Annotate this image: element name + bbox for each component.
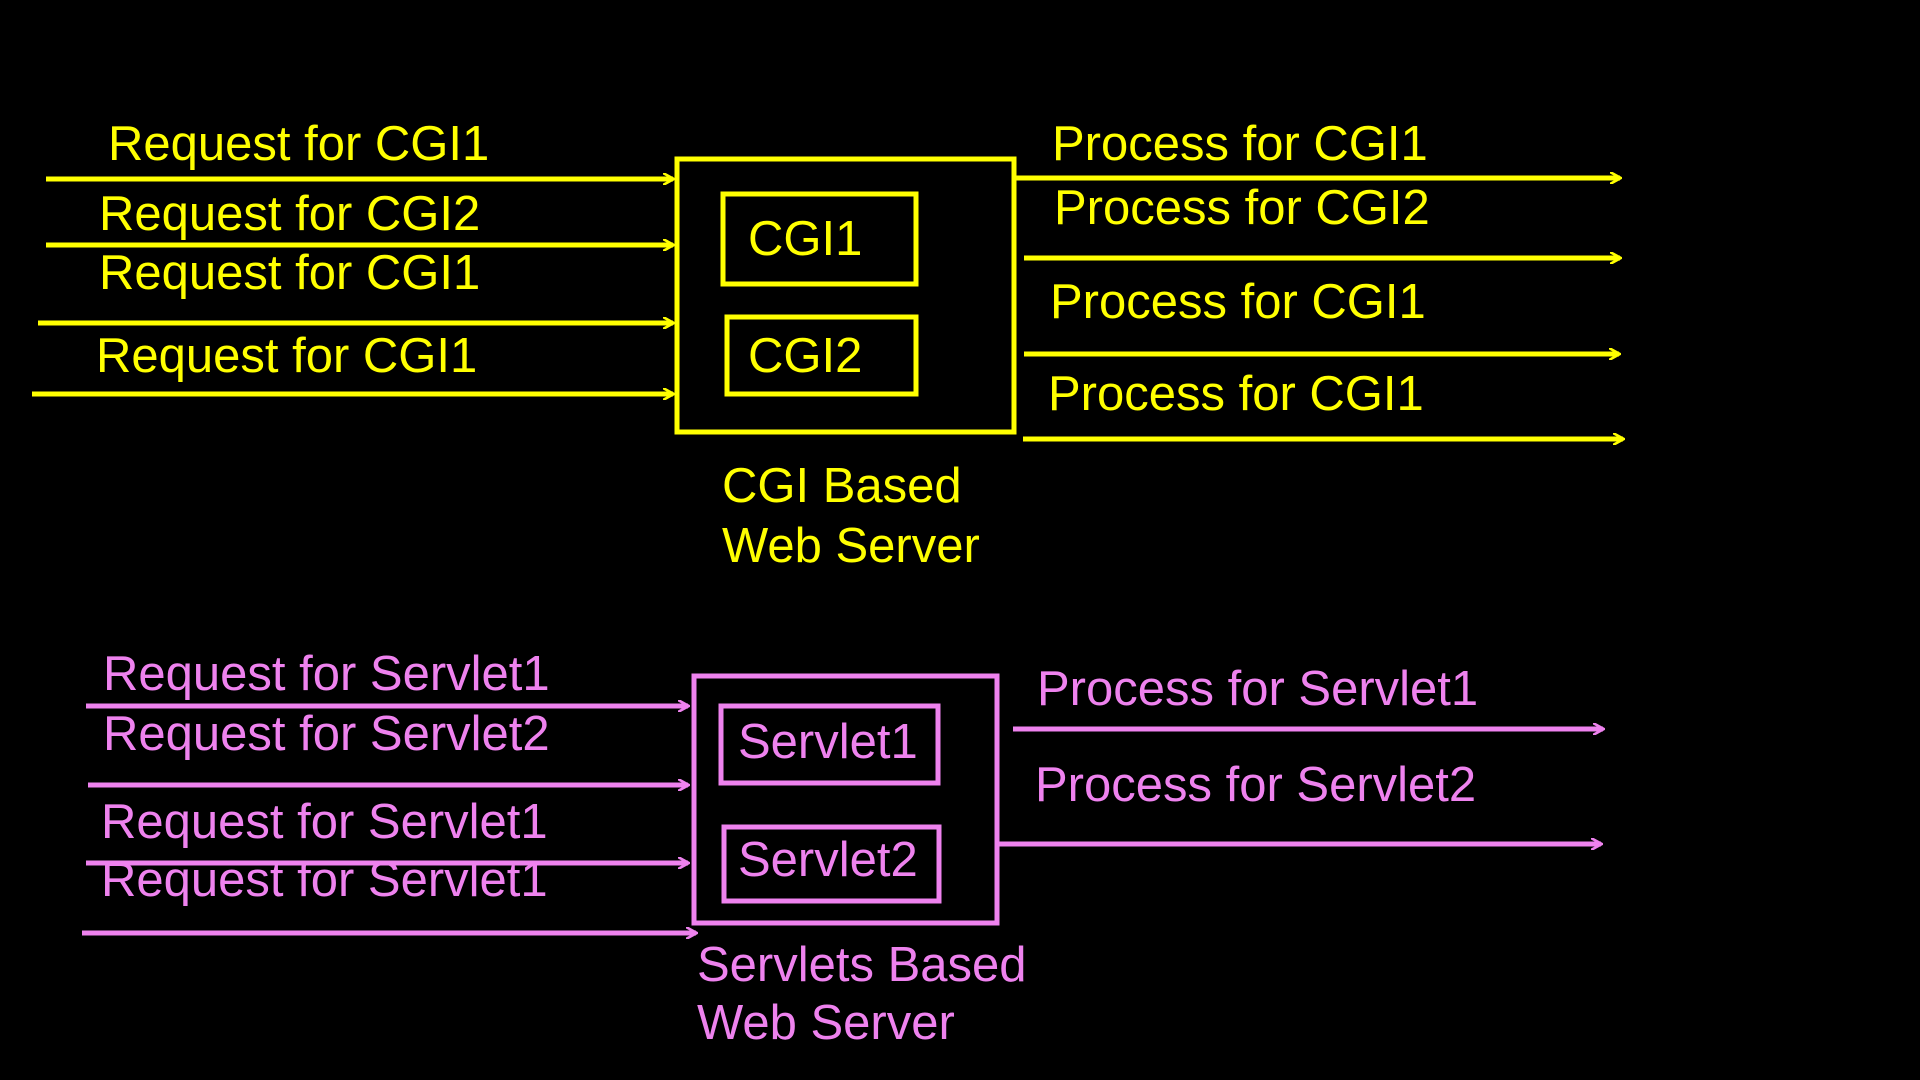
cgi-process-label: Process for CGI1	[1048, 367, 1424, 421]
cgi-process-label: Process for CGI1	[1050, 275, 1426, 329]
cgi-module-box	[720, 191, 919, 287]
servlet-module-label: Servlet2	[738, 833, 918, 887]
servlet-server-caption: Servlets Based	[697, 938, 1027, 992]
servlet-server-box	[691, 673, 1000, 926]
servlet-request-label: Request for Servlet1	[101, 853, 548, 907]
cgi-module-label: CGI1	[748, 212, 862, 266]
cgi-request-label: Request for CGI1	[96, 329, 477, 383]
cgi-process-label: Process for CGI2	[1054, 181, 1430, 235]
servlet-section: Request for Servlet1 Request for Servlet…	[82, 647, 1603, 1050]
servlet-server-caption: Web Server	[697, 996, 955, 1050]
servlet-request-label: Request for Servlet1	[101, 795, 548, 849]
cgi-request-label: Request for CGI1	[99, 246, 480, 300]
cgi-server-box	[674, 156, 1017, 435]
cgi-server-caption: Web Server	[722, 519, 980, 573]
servlet-process-label: Process for Servlet2	[1035, 758, 1476, 812]
servlet-process-label: Process for Servlet1	[1037, 662, 1478, 716]
cgi-section: Request for CGI1 Request for CGI2 Reques…	[32, 117, 1623, 573]
cgi-server-caption: CGI Based	[722, 459, 962, 513]
servlet-request-label: Request for Servlet2	[103, 707, 550, 761]
servlet-module-box	[721, 824, 942, 904]
cgi-request-label: Request for CGI1	[108, 117, 489, 171]
cgi-module-label: CGI2	[748, 329, 862, 383]
servlet-request-label: Request for Servlet1	[103, 647, 550, 701]
servlet-module-label: Servlet1	[738, 715, 918, 769]
cgi-process-label: Process for CGI1	[1052, 117, 1428, 171]
servlet-module-box	[718, 703, 941, 786]
cgi-module-box	[724, 314, 919, 397]
cgi-request-label: Request for CGI2	[99, 187, 480, 241]
